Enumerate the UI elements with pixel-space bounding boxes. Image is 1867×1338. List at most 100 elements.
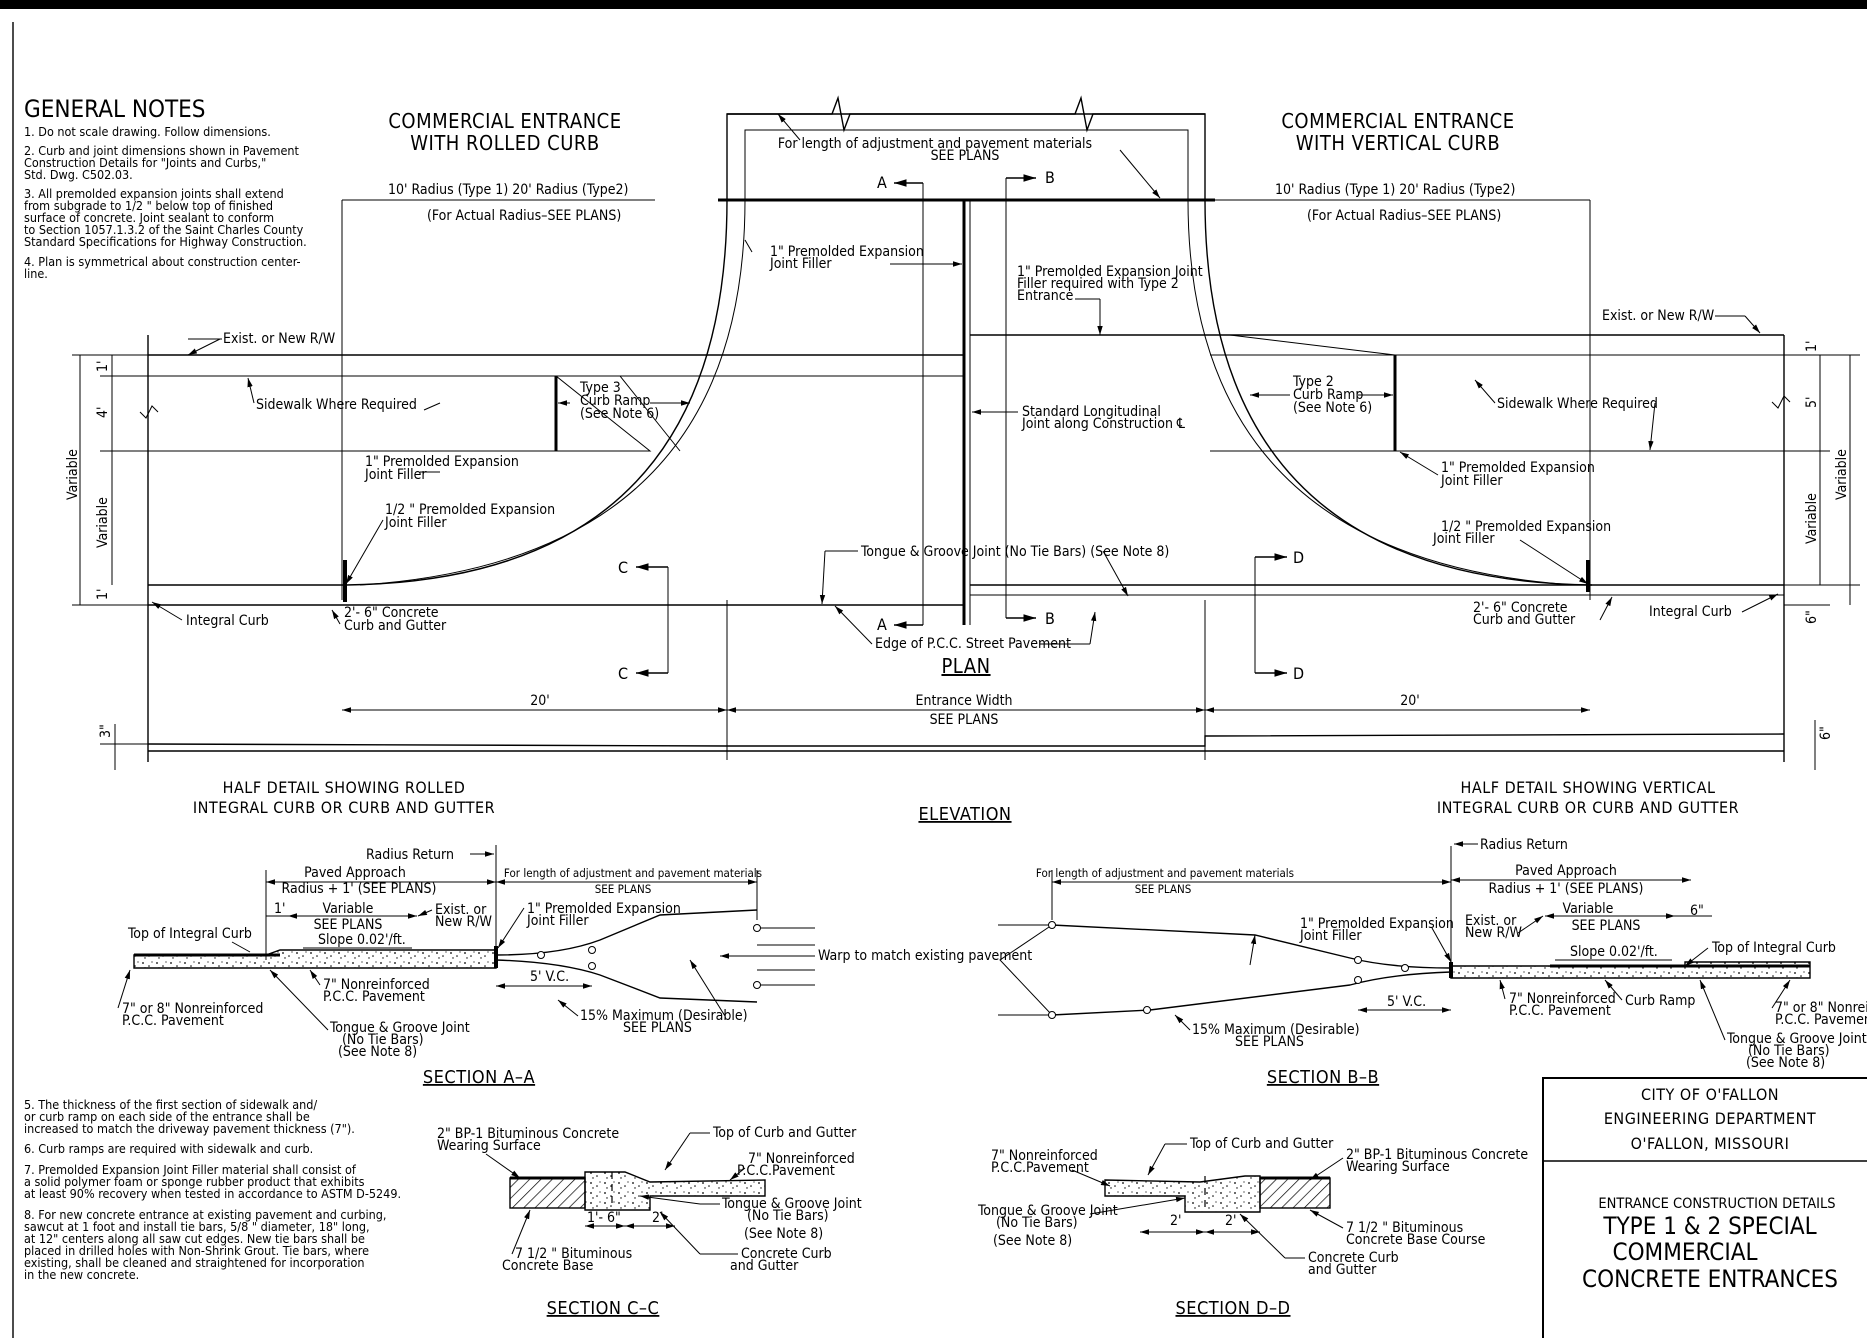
bb-variable-2: SEE PLANS xyxy=(1572,918,1641,934)
lower-notes: 5. The thickness of the first section of… xyxy=(24,1097,401,1282)
cc-cg-2: and Gutter xyxy=(730,1258,799,1274)
leader-1in-right xyxy=(1399,451,1439,476)
bb-exist-rw-2: New R/W xyxy=(1465,925,1522,941)
cc-bp1-leader xyxy=(485,1153,521,1179)
aa-warp-label: Warp to match existing pavement xyxy=(818,948,1032,964)
bb-rw-leader xyxy=(1517,915,1544,934)
edge-pavement: Edge of P.C.C. Street Pavement xyxy=(875,636,1071,652)
bb-variable-1: Variable xyxy=(1563,901,1614,917)
right-joint-1in-2: Joint Filler xyxy=(1440,473,1503,489)
bb-warp-bottom xyxy=(1051,971,1452,1016)
entrance-width-1: Entrance Width xyxy=(916,693,1013,709)
cc-cg-leader-b xyxy=(659,1211,701,1255)
bb-node-6 xyxy=(1401,964,1409,972)
right-radius-note: (For Actual Radius–SEE PLANS) xyxy=(1307,208,1501,224)
cc-tg-2: (No Tie Bars) xyxy=(747,1208,829,1224)
section-cc: 2" BP-1 Bituminous Concrete Wearing Surf… xyxy=(437,1125,862,1319)
right-radius-curve-inner xyxy=(1187,199,1576,586)
aa-vc: 5' V.C. xyxy=(530,969,569,985)
bb-curb-ramp-leader xyxy=(1604,979,1623,1001)
leader-sidewalk-right-b xyxy=(1648,402,1656,451)
left-break-mark xyxy=(139,405,159,419)
leader-intcurb-left xyxy=(151,601,183,621)
dd-concrete-curb xyxy=(1104,1175,1261,1213)
left-joint-1in-2: Joint Filler xyxy=(364,467,427,483)
cc-base-1: 7 1/2 " Bituminous xyxy=(515,1246,632,1262)
width-dimensions: 20' Entrance Width SEE PLANS 20' xyxy=(342,600,1590,760)
leader-tg-left-b xyxy=(819,550,826,605)
cc-pav7-1: 7" Nonreinforced xyxy=(748,1151,855,1167)
cc-top-cg-leader-b xyxy=(664,1132,691,1171)
left-cg-1: 2'- 6" Concrete xyxy=(344,605,439,621)
dd-bp1-leader xyxy=(1309,1157,1344,1181)
aa-radius-plus: Radius + 1' (SEE PLANS) xyxy=(282,881,437,897)
bb-radius-return: Radius Return xyxy=(1480,837,1568,853)
type2-ramp-1: Type 2 xyxy=(1292,374,1334,390)
right-cg-2: Curb and Gutter xyxy=(1473,612,1576,628)
cut-b-top: B xyxy=(1045,168,1055,187)
dim-20-right-label: 20' xyxy=(1400,693,1419,709)
top-border xyxy=(0,0,1867,9)
cc-tg-1: Tongue & Groove Joint xyxy=(721,1196,862,1212)
plan-length-note-2: SEE PLANS xyxy=(931,148,1000,164)
aa-pav78-1: 7" or 8" Nonreinforced xyxy=(122,1001,263,1017)
section-cc-label: SECTION C–C xyxy=(547,1298,660,1319)
leader-intcurb-right xyxy=(1741,593,1779,613)
left-dim-4: 4' xyxy=(95,407,111,418)
section-dd-label: SECTION D–D xyxy=(1175,1298,1290,1319)
dd-pav7-1: 7" Nonreinforced xyxy=(991,1148,1098,1164)
bb-warp-arrow xyxy=(1249,934,1257,966)
aa-top-curb-leader xyxy=(231,941,251,953)
dd-pav7-leader xyxy=(1071,1169,1111,1187)
right-half-detail-1: HALF DETAIL SHOWING VERTICAL xyxy=(1461,778,1716,797)
leader-length-right xyxy=(1119,149,1161,199)
dd-cg-1: Concrete Curb xyxy=(1308,1250,1399,1266)
aa-radius-return: Radius Return xyxy=(366,847,454,863)
aa-max15-1: 15% Maximum (Desirable) xyxy=(580,1008,748,1024)
right-dim-1: 1' xyxy=(1804,341,1820,352)
cc-pav7-leader xyxy=(729,1167,746,1181)
bb-pav7-1: 7" Nonreinforced xyxy=(1509,991,1616,1007)
long-joint-2: Joint along Construction ℄ xyxy=(1021,416,1185,432)
bb-node-2 xyxy=(1048,1011,1056,1019)
leader-center-joint-b xyxy=(744,239,753,253)
aa-exist-rw-2: New R/W xyxy=(435,914,492,930)
bb-tg-2: (No Tie Bars) xyxy=(1748,1043,1830,1059)
section-bb-label: SECTION B–B xyxy=(1267,1067,1379,1088)
type2-ramp-2: Curb Ramp xyxy=(1293,387,1363,403)
note-6: 6. Curb ramps are required with sidewalk… xyxy=(24,1141,313,1156)
dim-20-left-label: 20' xyxy=(530,693,549,709)
center-joint-1in-2: Joint Filler xyxy=(769,256,832,272)
cc-dim-16: 1'- 6" xyxy=(587,1210,621,1226)
title-line-2: COMMERCIAL xyxy=(1612,1238,1757,1266)
bb-joint-leader xyxy=(1431,927,1452,963)
general-note-4: 4. Plan is symmetrical about constructio… xyxy=(24,254,304,281)
general-note-3: 3. All premolded expansion joints shall … xyxy=(24,186,307,249)
long-joint-1: Standard Longitudinal xyxy=(1022,404,1161,420)
aa-joint-2: Joint Filler xyxy=(526,913,589,929)
aa-length-note-1: For length of adjustment and pavement ma… xyxy=(504,866,762,880)
dd-bituminous-base xyxy=(1259,1177,1331,1209)
left-radius-curve-outer xyxy=(345,199,728,586)
leader-edge-c xyxy=(1089,611,1097,645)
general-note-1: 1. Do not scale drawing. Follow dimensio… xyxy=(24,124,271,139)
elevation-label: ELEVATION xyxy=(918,804,1011,825)
aa-tg-leader xyxy=(269,969,329,1031)
cut-c-bottom: C xyxy=(618,664,629,683)
title-subtitle: ENTRANCE CONSTRUCTION DETAILS xyxy=(1598,1196,1835,1212)
aa-node-2 xyxy=(588,946,596,954)
plan-label: PLAN xyxy=(941,654,990,678)
bb-length-note-1: For length of adjustment and pavement ma… xyxy=(1036,866,1294,880)
bb-curb-ramp: Curb Ramp xyxy=(1625,993,1695,1009)
section-bb: Radius Return Paved Approach Radius + 1'… xyxy=(998,837,1867,1088)
cc-concrete-curb xyxy=(584,1171,766,1211)
aa-pav7-2: P.C.C. Pavement xyxy=(323,989,425,1005)
bb-warp-top xyxy=(1051,924,1452,969)
bb-vc: 5' V.C. xyxy=(1387,994,1426,1010)
bb-dim-6: 6" xyxy=(1690,903,1704,919)
left-plan-title-2: WITH ROLLED CURB xyxy=(410,131,600,155)
cc-bituminous-base xyxy=(509,1177,586,1209)
aa-pav78-2: P.C.C. Pavement xyxy=(122,1013,224,1029)
aa-node-3 xyxy=(588,962,596,970)
type2-ramp-3: (See Note 6) xyxy=(1293,400,1372,416)
